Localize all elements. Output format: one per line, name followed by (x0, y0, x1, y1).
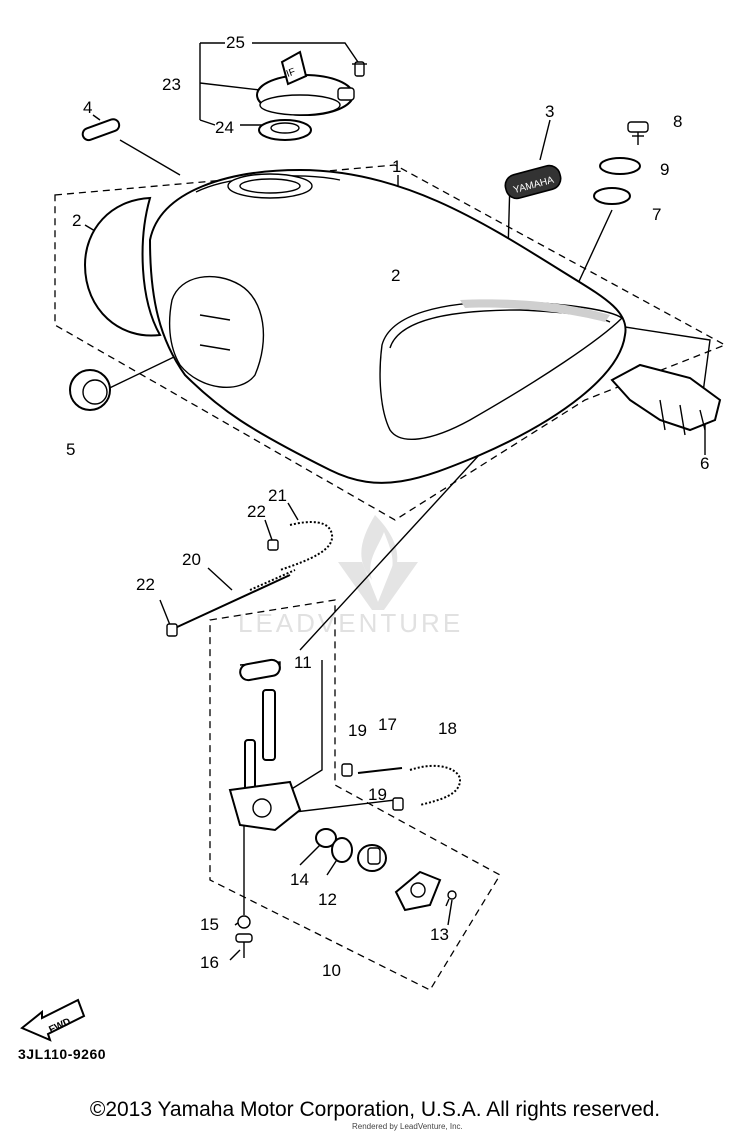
fuel-cock-assembly-boundary (209, 599, 501, 991)
bracket-part-6 (610, 363, 722, 436)
callout-23: 23 (162, 75, 181, 94)
emblem-part-3: YAMAHA (504, 164, 562, 200)
callout-7: 7 (652, 205, 661, 224)
washer-part-15 (237, 915, 251, 929)
gasket-part-24 (258, 119, 312, 141)
callout-10: 10 (322, 961, 341, 980)
callout-18: 18 (438, 719, 457, 738)
svg-text:IF: IF (285, 67, 297, 80)
rubber-strip-part-4 (81, 118, 121, 142)
callout-19-upper: 19 (348, 721, 367, 740)
callout-labels: 1 2 2 3 4 5 6 7 8 9 10 11 12 13 14 15 16… (66, 33, 709, 980)
callout-15: 15 (200, 915, 219, 934)
callout-9: 9 (660, 160, 669, 179)
watermark-text: LEADVENTURE (238, 608, 463, 638)
render-credit: Rendered by LeadVenture, Inc. (352, 1122, 463, 1131)
callout-22-lower: 22 (136, 575, 155, 594)
fuel-cap-part-23: IF (256, 50, 355, 116)
callout-4: 4 (83, 98, 92, 117)
fuel-hose-part-20-fitting (249, 569, 296, 591)
clip-part-19-lower (392, 797, 404, 811)
o-ring-part-12 (331, 837, 353, 863)
callout-3: 3 (545, 102, 554, 121)
callout-2-left: 2 (72, 211, 81, 230)
bolt-part-8 (627, 121, 649, 145)
callout-5: 5 (66, 440, 75, 459)
leader-lines (84, 42, 711, 961)
tank-assembly-boundary (54, 164, 727, 521)
fuel-cock-part-10 (228, 689, 302, 832)
callout-14: 14 (290, 870, 309, 889)
watermark-logo: LEADVENTURE (238, 515, 463, 638)
clip-part-19-upper (341, 763, 353, 777)
screw-part-13 (445, 890, 457, 907)
callout-13: 13 (430, 925, 449, 944)
callout-22-upper: 22 (247, 502, 266, 521)
hose-part-21 (279, 521, 334, 571)
callout-21: 21 (268, 486, 287, 505)
callout-6: 6 (700, 454, 709, 473)
screw-part-16 (235, 933, 253, 958)
damper-part-7 (593, 187, 631, 205)
washer-part-9 (599, 157, 641, 175)
callout-17: 17 (378, 715, 397, 734)
clip-part-22-upper (267, 539, 279, 551)
hose-part-18 (409, 764, 462, 806)
callout-24: 24 (215, 118, 234, 137)
fuel-tank-part-1 (148, 168, 627, 484)
o-ring-part-11 (239, 658, 281, 682)
copyright-notice: ©2013 Yamaha Motor Corporation, U.S.A. A… (89, 1098, 661, 1121)
callout-25: 25 (226, 33, 245, 52)
front-direction-arrow: FWD (20, 998, 86, 1042)
diagram-code: 3JL110-9260 (18, 1046, 107, 1062)
cushion-part-5 (69, 369, 111, 411)
clip-part-22-lower (166, 623, 178, 637)
callout-19-lower: 19 (368, 785, 387, 804)
side-pad-part-2-left (83, 196, 162, 337)
callout-8: 8 (673, 112, 682, 131)
fuel-hose-part-20 (174, 574, 291, 629)
callout-20: 20 (182, 550, 201, 569)
callout-2-right: 2 (391, 266, 400, 285)
lever-plate (394, 870, 442, 912)
callout-12: 12 (318, 890, 337, 909)
hose-part-17 (357, 767, 403, 774)
screw-part-25 (352, 61, 367, 77)
callout-16: 16 (200, 953, 219, 972)
callout-11: 11 (294, 653, 312, 672)
callout-1: 1 (392, 157, 401, 176)
strainer-part-14 (315, 828, 337, 848)
lever-assembly (357, 844, 387, 872)
